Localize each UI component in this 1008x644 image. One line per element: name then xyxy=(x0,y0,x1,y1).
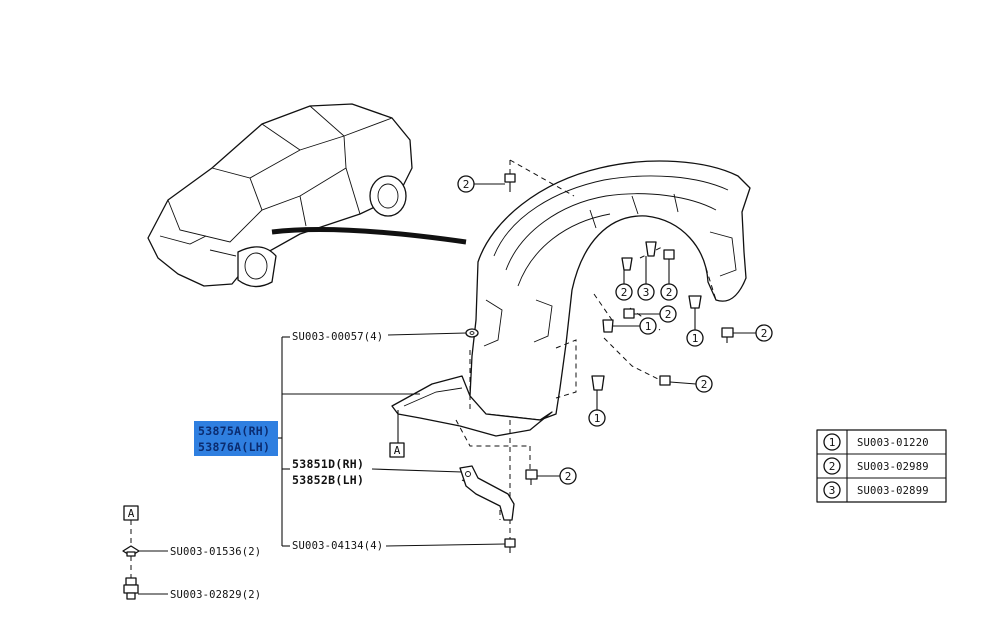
marker-number: 1 xyxy=(645,320,652,333)
detail-view-a: A SU003-01536(2) SU003-02829(2) xyxy=(122,505,261,601)
bracket-number-lh: 53852B(LH) xyxy=(292,473,364,487)
clip-icon xyxy=(645,241,657,257)
marker-number: 2 xyxy=(565,470,572,483)
bolt-icon xyxy=(623,308,635,319)
marker-number: 3 xyxy=(643,286,650,299)
bolt-icon xyxy=(123,577,139,600)
legend-number: 3 xyxy=(829,484,836,497)
marker-number: 2 xyxy=(463,178,470,191)
legend-number: 1 xyxy=(829,436,836,449)
marker-number: 2 xyxy=(666,286,673,299)
bolt-icon xyxy=(663,249,675,260)
clip-icon xyxy=(591,375,605,391)
fasteners xyxy=(465,173,734,553)
legend-row: 3 SU003-02899 xyxy=(823,481,929,499)
car-illustration xyxy=(147,103,467,288)
marker-number: 1 xyxy=(594,412,601,425)
view-marker: A xyxy=(389,442,405,458)
marker-number: 2 xyxy=(621,286,628,299)
marker-number: 2 xyxy=(701,378,708,391)
clip-nut-icon xyxy=(122,545,140,557)
svg-text:A: A xyxy=(394,444,401,457)
bolt-icon xyxy=(504,173,516,192)
detail-marker: A xyxy=(128,507,135,520)
marker-number: 2 xyxy=(761,327,768,340)
washer-icon xyxy=(465,328,479,338)
legend-part: SU003-02989 xyxy=(857,461,929,473)
marker-number: 2 xyxy=(665,308,672,321)
legend-table: 1 SU003-01220 2 SU003-02989 3 SU003-0289… xyxy=(816,429,947,503)
clip-icon xyxy=(602,319,614,333)
legend-row: 1 SU003-01220 xyxy=(823,433,929,451)
part-number-rh: 53875A(RH) xyxy=(198,424,270,438)
legend-part: SU003-01220 xyxy=(857,437,929,449)
marker-number: 1 xyxy=(692,332,699,345)
detail-clip-label: SU003-01536(2) xyxy=(170,546,261,558)
part-number-lh: 53876A(LH) xyxy=(198,440,270,454)
callout-top: SU003-00057(4) xyxy=(292,331,383,343)
bolt-icon xyxy=(504,538,516,553)
clip-icon xyxy=(688,295,702,309)
fastener-markers: 2 2 3 2 1 2 1 2 2 1 2 xyxy=(457,175,773,485)
legend-row: 2 SU003-02989 xyxy=(823,457,929,475)
legend-part: SU003-02899 xyxy=(857,485,929,497)
detail-bolt-label: SU003-02829(2) xyxy=(170,589,261,601)
bolt-icon xyxy=(721,327,734,343)
bracket-number-rh: 53851D(RH) xyxy=(292,457,364,471)
clip-icon xyxy=(621,257,633,271)
bolt-icon xyxy=(659,375,671,386)
bolt-icon xyxy=(525,469,538,485)
main-part-number[interactable]: 53875A(RH) 53876A(LH) xyxy=(194,421,278,456)
bracket-part xyxy=(459,465,515,521)
leader-lines xyxy=(274,332,506,547)
legend-number: 2 xyxy=(829,460,836,473)
callout-bottom: SU003-04134(4) xyxy=(292,540,383,552)
